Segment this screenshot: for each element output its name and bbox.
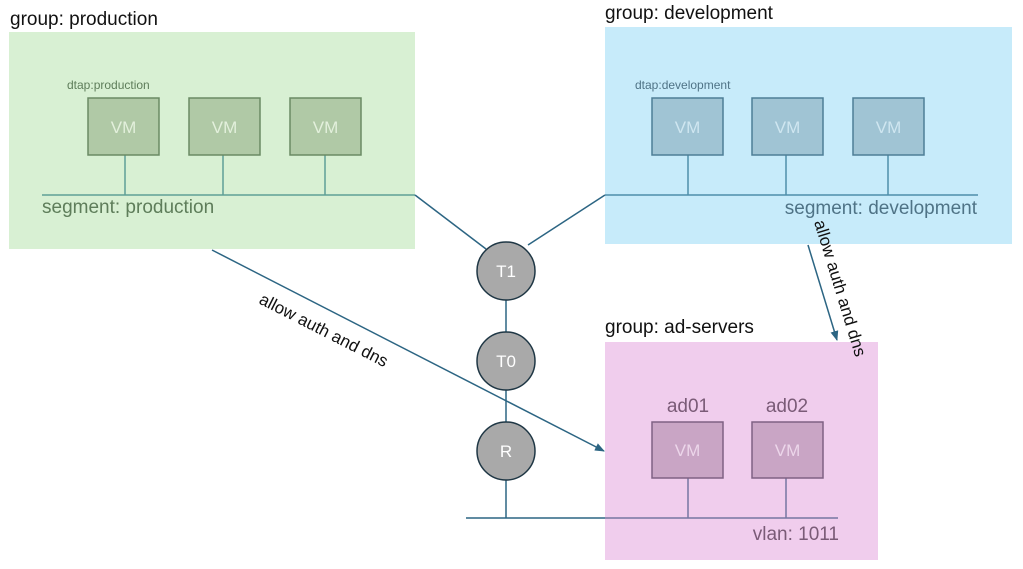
vm-box[interactable] bbox=[651, 97, 724, 156]
rule-arrow-development-to-ad bbox=[807, 244, 839, 341]
link-production-t1 bbox=[414, 194, 487, 250]
router-icon[interactable] bbox=[476, 421, 536, 481]
ad01-vm[interactable]: VM bbox=[651, 421, 724, 479]
group-development-title: group: development bbox=[605, 3, 774, 24]
vm-box[interactable] bbox=[87, 97, 160, 156]
ad01-name: ad01 bbox=[667, 396, 709, 417]
vm-label: VM bbox=[876, 118, 902, 137]
rule-label-production-to-ad: allow auth and dns bbox=[256, 290, 391, 371]
rule-arrow-production-to-ad bbox=[211, 249, 605, 452]
router-icon[interactable] bbox=[476, 331, 536, 391]
group-production-title: group: production bbox=[10, 9, 158, 30]
development-vm-3[interactable]: VM bbox=[852, 97, 925, 156]
router-label: T1 bbox=[496, 262, 516, 281]
router-t0[interactable]: T0 bbox=[476, 331, 536, 391]
production-dtap-tag: dtap:production bbox=[67, 78, 150, 92]
development-dtap-tag: dtap:development bbox=[635, 78, 731, 92]
vm-label: VM bbox=[313, 118, 339, 137]
vm-label: VM bbox=[775, 118, 801, 137]
group-ad-servers: group: ad-servers ad01 ad02 VM VM vlan: … bbox=[605, 317, 878, 560]
development-vm-1[interactable]: VM bbox=[651, 97, 724, 156]
vm-label: VM bbox=[775, 441, 801, 460]
vm-box[interactable] bbox=[651, 421, 724, 479]
segment-production-label: segment: production bbox=[42, 197, 214, 218]
router-t1[interactable]: T1 bbox=[476, 241, 536, 301]
router-r[interactable]: R bbox=[476, 421, 536, 481]
vlan-label: vlan: 1011 bbox=[753, 524, 839, 545]
router-icon[interactable] bbox=[476, 241, 536, 301]
group-production: group: production dtap:production VM VM … bbox=[9, 9, 415, 249]
vm-label: VM bbox=[212, 118, 238, 137]
vm-label: VM bbox=[675, 441, 701, 460]
vm-label: VM bbox=[111, 118, 137, 137]
segment-development-label: segment: development bbox=[785, 198, 978, 219]
vm-box[interactable] bbox=[852, 97, 925, 156]
group-development: group: development dtap:development VM V… bbox=[605, 3, 1012, 244]
vm-box[interactable] bbox=[188, 97, 261, 156]
group-ad-servers-area bbox=[605, 342, 878, 560]
production-vm-1[interactable]: VM bbox=[87, 97, 160, 156]
vm-box[interactable] bbox=[751, 97, 824, 156]
development-vm-2[interactable]: VM bbox=[751, 97, 824, 156]
router-label: R bbox=[500, 442, 512, 461]
production-vm-2[interactable]: VM bbox=[188, 97, 261, 156]
router-label: T0 bbox=[496, 352, 516, 371]
vm-box[interactable] bbox=[751, 421, 824, 479]
link-development-t1 bbox=[527, 194, 606, 246]
group-ad-servers-title: group: ad-servers bbox=[605, 317, 754, 338]
vm-box[interactable] bbox=[289, 97, 362, 156]
ad02-vm[interactable]: VM bbox=[751, 421, 824, 479]
ad02-name: ad02 bbox=[766, 396, 808, 417]
vm-label: VM bbox=[675, 118, 701, 137]
production-vm-3[interactable]: VM bbox=[289, 97, 362, 156]
